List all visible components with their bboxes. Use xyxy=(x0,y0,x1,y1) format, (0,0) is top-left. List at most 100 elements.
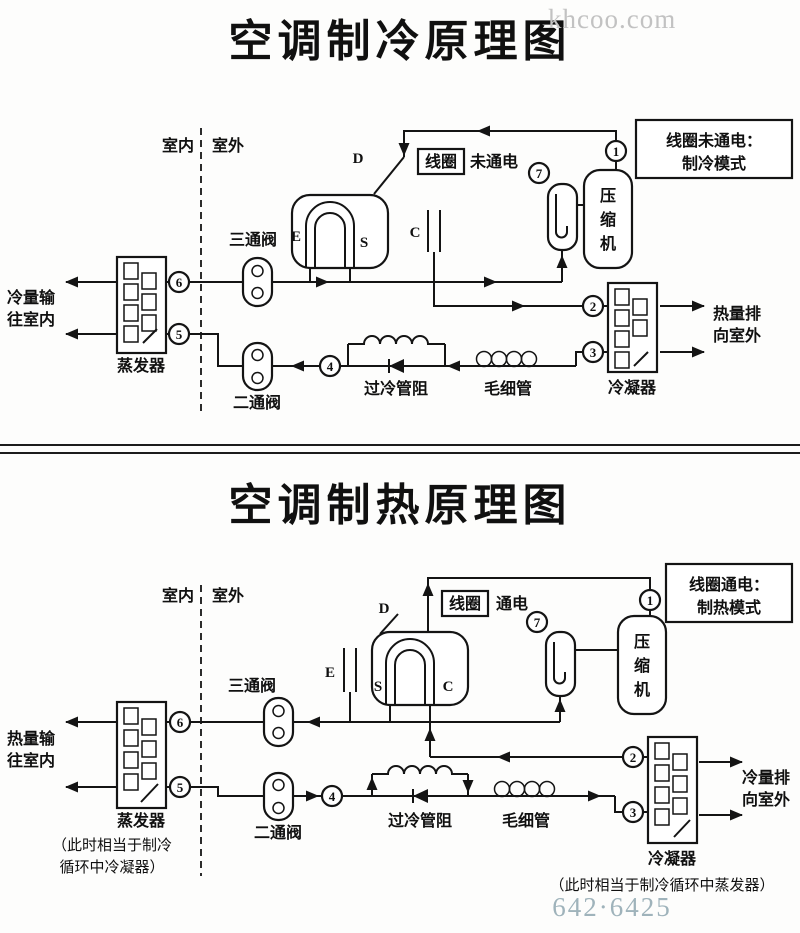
two-way-valve-body xyxy=(262,771,295,822)
cooling-title: 空调制冷原理图 xyxy=(229,17,572,66)
compressor: 压 缩 机 xyxy=(582,168,634,270)
port-c-label: C xyxy=(443,679,454,695)
three-way-valve-dot-1 xyxy=(272,704,285,718)
capillary-label: 毛细管 xyxy=(502,811,550,830)
port-e-label: E xyxy=(325,665,335,681)
flow-right-arrows: 冷量排 向室外 xyxy=(699,756,790,821)
accumulator-body xyxy=(546,182,579,252)
svg-text:1: 1 xyxy=(613,144,620,159)
port-d-label: D xyxy=(353,151,364,167)
condenser-slash-icon xyxy=(633,351,649,367)
compressor-char-3: 机 xyxy=(634,680,650,699)
flow-left-arrows: 热量输 往室内 xyxy=(7,716,117,793)
valve-u-tube-outer xyxy=(305,201,355,268)
three-way-valve: 三通阀 xyxy=(228,676,295,748)
mode-box-line1: 线圈未通电： xyxy=(666,131,762,150)
flow-left-line2: 往室内 xyxy=(7,310,55,329)
svg-text:6: 6 xyxy=(177,715,184,730)
marker-3: 3 xyxy=(581,340,605,364)
middle-line xyxy=(293,696,566,728)
compressor-char-2: 缩 xyxy=(634,656,650,675)
valve-u-tube-outer xyxy=(385,638,435,705)
coil-label: 线圈 xyxy=(425,152,457,171)
watermark-top: khcoo.com xyxy=(548,4,676,34)
two-way-valve-dot-2 xyxy=(251,371,264,385)
mode-box-line2: 制冷模式 xyxy=(682,154,746,173)
two-way-valve-dot-2 xyxy=(272,801,285,815)
coil-box xyxy=(440,589,490,618)
reversing-valve: D E S C xyxy=(325,601,470,722)
heating-mode-box: 线圈通电： 制热模式 xyxy=(664,562,794,624)
watermark-bottom: 642·6425 xyxy=(552,892,672,922)
marker-4: 4 xyxy=(320,784,344,808)
three-way-valve-label: 三通阀 xyxy=(229,230,277,249)
port-d-label: D xyxy=(379,601,390,617)
svg-text:7: 7 xyxy=(534,615,541,630)
heating-panel: 空调制热原理图 线圈通电： 制热模式 室内 室外 线圈 通电 xyxy=(7,481,794,922)
evaporator-slash-icon xyxy=(140,783,159,803)
accumulator xyxy=(544,630,618,698)
capillary-assembly: 毛细管 xyxy=(475,350,538,398)
flow-left-line1: 冷量输 xyxy=(7,288,56,307)
svg-text:5: 5 xyxy=(177,780,184,795)
reversing-valve: D E S C xyxy=(290,151,441,282)
marker-7: 7 xyxy=(527,161,551,185)
port-s-label: S xyxy=(374,679,382,695)
mode-box-line2: 制热模式 xyxy=(697,598,761,617)
port-d-stub xyxy=(379,613,399,635)
outdoor-label: 室外 xyxy=(212,586,244,605)
subcool-label: 过冷管阻 xyxy=(388,811,452,830)
valve-u-tube-inner xyxy=(394,649,426,705)
coil-state: 未通电 xyxy=(469,152,518,171)
evaporator-slash-icon xyxy=(142,328,158,344)
condenser: 冷凝器 xyxy=(646,735,699,868)
evaporator-label: 蒸发器 xyxy=(117,356,166,375)
accumulator-body xyxy=(544,630,577,698)
accumulator xyxy=(546,182,584,252)
flow-left-line1: 热量输 xyxy=(7,729,56,748)
subcool-assembly: 过冷管阻 xyxy=(347,335,446,398)
marker-2: 2 xyxy=(621,745,645,769)
flow-left-arrows: 冷量输 往室内 xyxy=(7,276,117,340)
indoor-label: 室内 xyxy=(162,136,194,155)
marker-3: 3 xyxy=(621,800,645,824)
mode-box-frame xyxy=(664,562,794,624)
evaporator-note-line1: （此时相当于制冷 xyxy=(52,837,172,854)
valve-port-stubs xyxy=(309,268,351,282)
svg-text:4: 4 xyxy=(327,359,334,374)
check-valve-icon xyxy=(413,789,428,803)
mode-box-frame xyxy=(634,118,794,180)
c-port-line xyxy=(424,705,648,763)
compressor-char-3: 机 xyxy=(600,234,616,253)
compressor-body xyxy=(616,614,668,716)
evaporator: 蒸发器 （此时相当于制冷 循环中冷凝器） xyxy=(52,700,172,876)
marker-6: 6 xyxy=(167,270,191,294)
marker-6: 6 xyxy=(168,710,192,734)
marker-1: 1 xyxy=(638,588,662,612)
two-way-valve-dot-1 xyxy=(251,348,264,362)
mode-box-line1: 线圈通电： xyxy=(689,575,769,594)
svg-text:2: 2 xyxy=(590,299,597,314)
coil-state: 通电 xyxy=(496,594,528,613)
port-s-label: S xyxy=(360,235,368,251)
svg-text:6: 6 xyxy=(176,275,183,290)
two-way-valve-label: 二通阀 xyxy=(254,823,302,842)
two-way-valve-dot-1 xyxy=(272,778,285,792)
svg-text:2: 2 xyxy=(630,750,637,765)
flow-right-arrows: 热量排 向室外 xyxy=(660,300,761,358)
compressor-char-2: 缩 xyxy=(600,210,616,229)
heating-title: 空调制热原理图 xyxy=(229,481,572,530)
condenser-label: 冷凝器 xyxy=(608,378,657,397)
svg-text:1: 1 xyxy=(647,593,654,608)
flow-right-line1: 热量排 xyxy=(713,304,761,323)
compressor-char-1: 压 xyxy=(634,633,650,651)
indoor-label: 室内 xyxy=(162,586,194,605)
compressor-char-1: 压 xyxy=(600,187,616,205)
condenser-slash-icon xyxy=(673,819,691,838)
marker-4: 4 xyxy=(318,354,342,378)
compressor-body xyxy=(582,168,634,270)
three-way-valve-dot-2 xyxy=(251,286,264,300)
flow-left-line2: 往室内 xyxy=(7,751,55,770)
condenser-label: 冷凝器 xyxy=(648,849,697,868)
